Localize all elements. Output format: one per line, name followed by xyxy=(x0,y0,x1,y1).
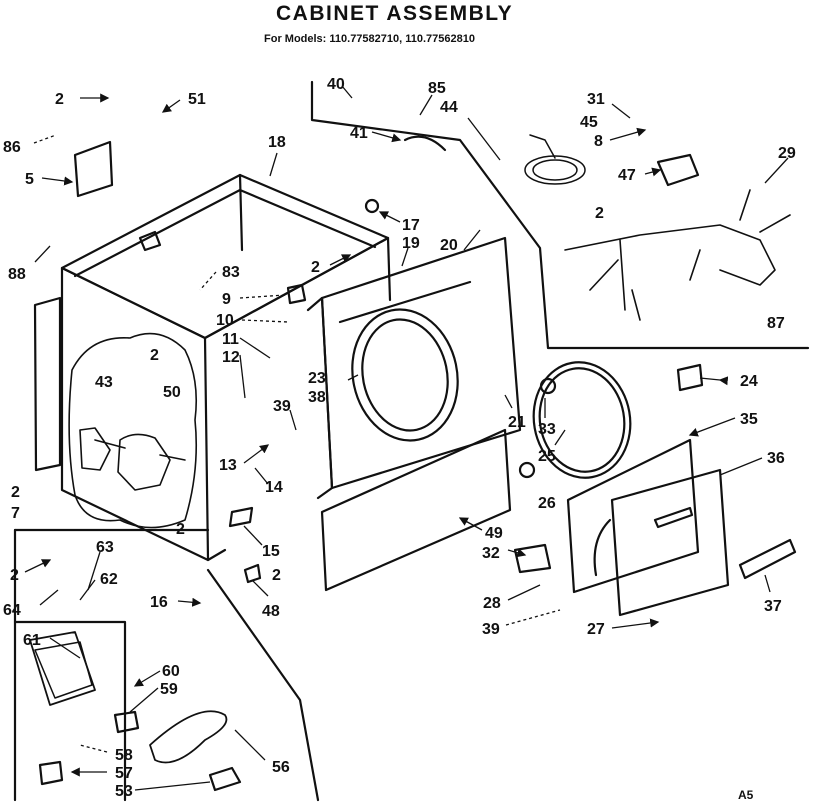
callout-26: 26 xyxy=(538,495,556,512)
callout-23: 23 xyxy=(308,370,326,387)
wire-harness xyxy=(564,189,791,321)
models-subtitle: For Models: 110.77582710, 110.77562810 xyxy=(264,33,475,45)
callout-48: 48 xyxy=(262,603,280,620)
callout-53: 53 xyxy=(115,783,133,800)
callout-5: 5 xyxy=(25,171,34,188)
callout-2-d: 2 xyxy=(150,347,159,364)
callout-37: 37 xyxy=(764,598,782,615)
part-9 xyxy=(286,283,307,305)
callout-2-e: 2 xyxy=(11,484,20,501)
callout-59: 59 xyxy=(160,681,178,698)
callout-83: 83 xyxy=(222,264,240,281)
callout-7: 7 xyxy=(11,505,20,522)
callout-51: 51 xyxy=(188,91,206,108)
callout-13: 13 xyxy=(219,457,237,474)
callout-2: 2 xyxy=(55,91,64,108)
part-33 xyxy=(539,377,557,395)
callout-28: 28 xyxy=(483,595,501,612)
door-seal xyxy=(532,361,632,479)
callout-44: 44 xyxy=(440,99,458,116)
part-28 xyxy=(513,543,552,574)
callout-57: 57 xyxy=(115,765,133,782)
callout-9: 9 xyxy=(222,291,231,308)
cabinet-cutaway-motor xyxy=(68,332,198,529)
bracket-5 xyxy=(73,140,114,198)
callout-20: 20 xyxy=(440,237,458,254)
callout-45: 45 xyxy=(580,114,598,131)
callout-32: 32 xyxy=(482,545,500,562)
callout-29: 29 xyxy=(778,145,796,162)
door-catch xyxy=(676,363,704,392)
callout-56: 56 xyxy=(272,759,290,776)
door-assembly xyxy=(566,438,730,617)
callout-10: 10 xyxy=(216,312,234,329)
callout-12: 12 xyxy=(222,349,240,366)
part-53 xyxy=(208,766,242,792)
callout-16: 16 xyxy=(150,594,168,611)
belt-56 xyxy=(149,710,228,764)
callout-41: 41 xyxy=(350,125,368,142)
callout-15: 15 xyxy=(262,543,280,560)
motor-box xyxy=(13,528,320,802)
callout-2-c: 2 xyxy=(311,259,320,276)
callout-2-g: 2 xyxy=(272,567,281,584)
callout-27: 27 xyxy=(587,621,605,638)
callout-8: 8 xyxy=(594,133,603,150)
callout-36: 36 xyxy=(767,450,785,467)
callout-2-b: 2 xyxy=(595,205,604,222)
part-59 xyxy=(113,710,140,734)
callout-50: 50 xyxy=(163,384,181,401)
callout-2-f: 2 xyxy=(176,521,185,538)
callout-85: 85 xyxy=(428,80,446,97)
door-seal-inner xyxy=(538,367,626,473)
callout-61: 61 xyxy=(23,632,41,649)
callout-43: 43 xyxy=(95,374,113,391)
part-15 xyxy=(228,506,254,528)
callout-88: 88 xyxy=(8,266,26,283)
callout-39-b: 39 xyxy=(482,621,500,638)
part-48 xyxy=(243,563,262,584)
callout-49: 49 xyxy=(485,525,503,542)
callout-35: 35 xyxy=(740,411,758,428)
callout-39: 39 xyxy=(273,398,291,415)
callout-2-h: 2 xyxy=(10,567,19,584)
callout-14: 14 xyxy=(265,479,283,496)
cabinet-body xyxy=(60,173,392,562)
part-26 xyxy=(518,461,536,479)
callout-11: 11 xyxy=(222,331,239,348)
callout-87: 87 xyxy=(767,315,785,332)
callout-19: 19 xyxy=(402,235,420,252)
strain-relief xyxy=(403,135,447,152)
door-handle xyxy=(738,538,797,580)
toe-panel xyxy=(320,428,512,592)
callout-17: 17 xyxy=(402,217,420,234)
callout-58: 58 xyxy=(115,747,133,764)
side-panel-7 xyxy=(33,296,62,472)
callout-60: 60 xyxy=(162,663,180,680)
front-bulkhead xyxy=(306,236,522,500)
part-57 xyxy=(38,760,64,786)
diagram-title: CABINET ASSEMBLY xyxy=(276,2,514,25)
corner-code: A5 xyxy=(738,788,754,802)
callout-47: 47 xyxy=(618,167,636,184)
callout-25: 25 xyxy=(538,448,556,465)
callout-62: 62 xyxy=(100,571,118,588)
callout-64: 64 xyxy=(3,602,21,619)
callout-38: 38 xyxy=(308,389,326,406)
callout-40: 40 xyxy=(327,76,345,93)
callout-33: 33 xyxy=(538,421,556,438)
callout-63: 63 xyxy=(96,539,114,556)
power-cord xyxy=(524,134,586,185)
callout-18: 18 xyxy=(268,134,286,151)
callout-31: 31 xyxy=(587,91,605,108)
terminal-block xyxy=(656,153,700,187)
part-17 xyxy=(364,198,380,214)
callout-24: 24 xyxy=(740,373,758,390)
back-shield-outline xyxy=(310,80,810,350)
callout-86: 86 xyxy=(3,139,21,156)
callout-21: 21 xyxy=(508,414,526,431)
